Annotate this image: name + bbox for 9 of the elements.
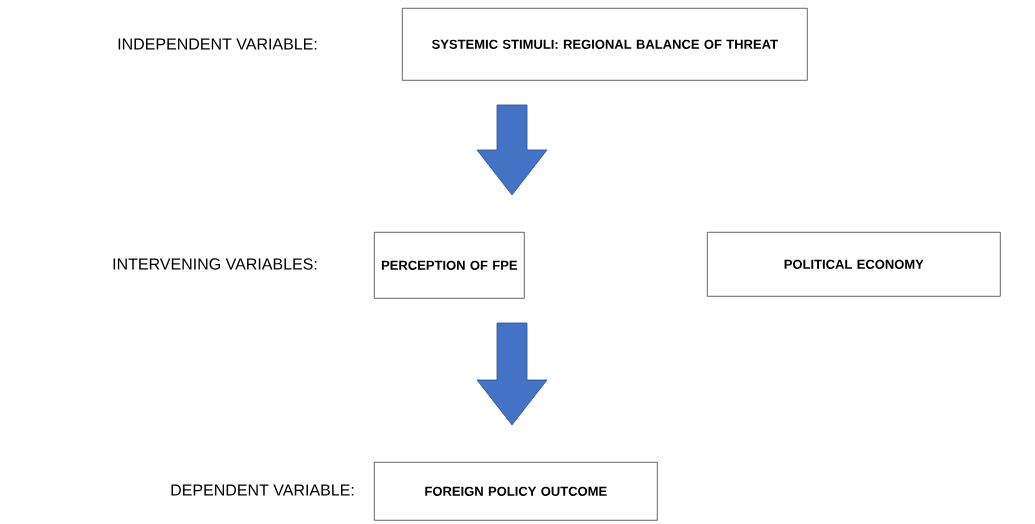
variable-box: POLITICAL ECONOMY <box>707 232 1001 297</box>
variable-box: FOREIGN POLICY OUTCOME <box>374 462 658 521</box>
variable-label: DEPENDENT VARIABLE: <box>171 484 354 496</box>
variable-label: INDEPENDENT VARIABLE: <box>118 38 317 50</box>
block-arrow <box>476 104 548 196</box>
variable-box: SYSTEMIC STIMULI: REGIONAL BALANCE OF THREAT <box>402 8 808 81</box>
variable-label: INTERVENING VARIABLES: <box>113 258 317 270</box>
block-arrow <box>476 322 548 426</box>
variable-box: PERCEPTION OF FPE <box>374 232 525 299</box>
